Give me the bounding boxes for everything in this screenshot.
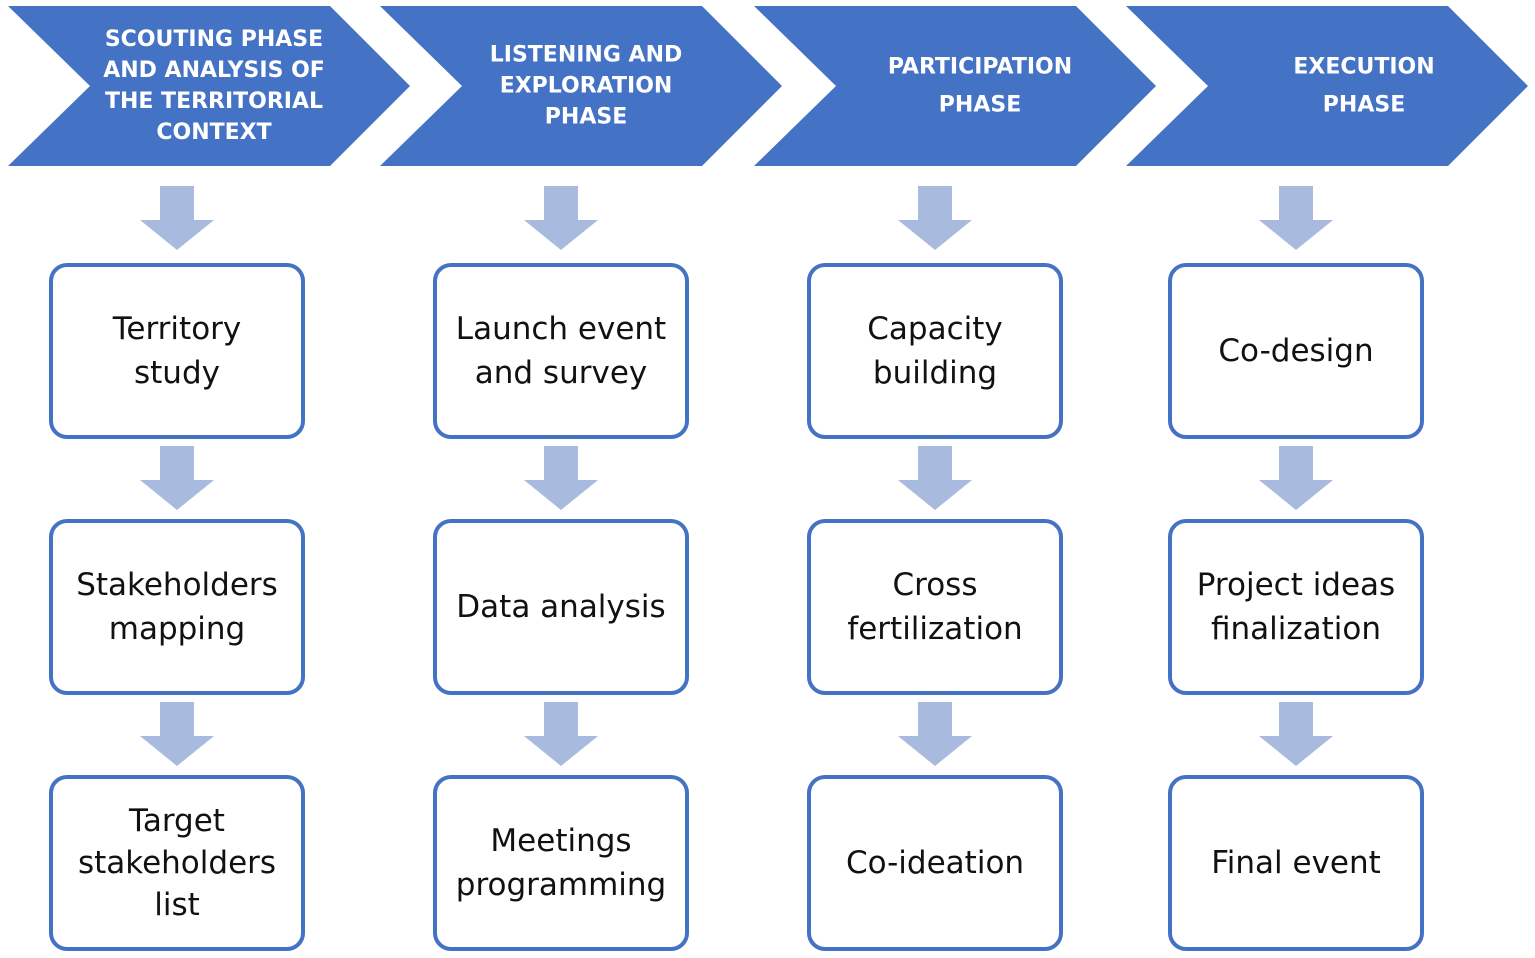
step-label-1-2-line-1: Stakeholders (76, 567, 278, 603)
phase-title-3-line-2: PHASE (939, 93, 1021, 118)
step-label-1-1-line-1: Territory (112, 311, 242, 347)
phase-title-2-line-3: PHASE (545, 105, 627, 130)
phase-title-1-line-1: SCOUTING PHASE (105, 27, 323, 52)
down-arrow-2-1 (524, 186, 598, 250)
step-box-2-3 (433, 775, 689, 951)
down-arrow-3-1 (898, 186, 972, 250)
step-box-3-3 (807, 775, 1063, 951)
step-label-4-3-line-1: Final event (1211, 845, 1381, 881)
phase-title-1-line-4: CONTEXT (156, 120, 271, 145)
down-arrow-1-3 (140, 702, 214, 766)
down-arrow-2-3 (524, 702, 598, 766)
down-arrow-3-3 (898, 702, 972, 766)
step-box-4-2 (1168, 519, 1424, 695)
phase-chevron-4 (1126, 6, 1528, 166)
step-label-1-2-line-2: mapping (109, 611, 246, 647)
step-box-1-2 (49, 519, 305, 695)
phase-title-4-line-2: PHASE (1323, 93, 1405, 118)
step-label-3-1-line-2: building (873, 355, 997, 391)
phase-title-3-line-1: PARTICIPATION (888, 55, 1072, 80)
down-arrow-4-2 (1259, 446, 1333, 510)
down-arrow-1-1 (140, 186, 214, 250)
step-label-2-2-line-1: Data analysis (456, 589, 665, 625)
step-box-3-2 (807, 519, 1063, 695)
step-label-2-1-line-1: Launch event (456, 311, 666, 347)
down-arrow-2-2 (524, 446, 598, 510)
step-box-3-1 (807, 263, 1063, 439)
step-label-1-3-line-2: stakeholders (78, 845, 276, 881)
step-label-3-1-line-1: Capacity (867, 311, 1002, 347)
step-label-1-3-line-3: list (154, 887, 200, 923)
step-label-1-1-line-2: study (134, 355, 220, 391)
phase-title-1-line-2: AND ANALYSIS OF (103, 58, 325, 83)
step-label-4-1-line-1: Co-design (1218, 333, 1373, 369)
phase-column-1: SCOUTING PHASE AND ANALYSIS OF THE TERRITO… (8, 6, 410, 951)
down-arrow-4-1 (1259, 186, 1333, 250)
step-box-1-3 (49, 775, 305, 951)
step-label-4-2-line-1: Project ideas (1197, 567, 1395, 603)
step-label-2-3-line-1: Meetings (490, 823, 631, 859)
step-label-2-3-line-2: programming (456, 867, 666, 903)
step-box-4-3 (1168, 775, 1424, 951)
down-arrow-4-3 (1259, 702, 1333, 766)
step-box-4-1 (1168, 263, 1424, 439)
phase-title-1-line-3: THE TERRITORIAL (105, 89, 323, 114)
step-box-2-2 (433, 519, 689, 695)
step-box-2-1 (433, 263, 689, 439)
step-label-3-3-line-1: Co-ideation (846, 845, 1024, 881)
step-label-1-3-line-1: Target (128, 803, 225, 839)
down-arrow-1-2 (140, 446, 214, 510)
phase-chevron-2 (380, 6, 782, 166)
step-label-4-2-line-2: finalization (1211, 611, 1381, 647)
phase-title-2-line-1: LISTENING AND (490, 43, 683, 68)
phase-chevron-1 (8, 6, 410, 166)
down-arrow-3-2 (898, 446, 972, 510)
phase-chevron-3 (754, 6, 1156, 166)
step-label-3-2-line-1: Cross (893, 567, 978, 603)
step-label-2-1-line-2: and survey (475, 355, 647, 391)
step-box-1-1 (49, 263, 305, 439)
phase-title-2-line-2: EXPLORATION (500, 74, 673, 99)
phase-title-4-line-1: EXECUTION (1293, 55, 1434, 80)
phase-column-2: LISTENING AND EXPLORATION PHASE Launch even… (380, 6, 782, 951)
step-label-3-2-line-2: fertilization (847, 611, 1022, 647)
